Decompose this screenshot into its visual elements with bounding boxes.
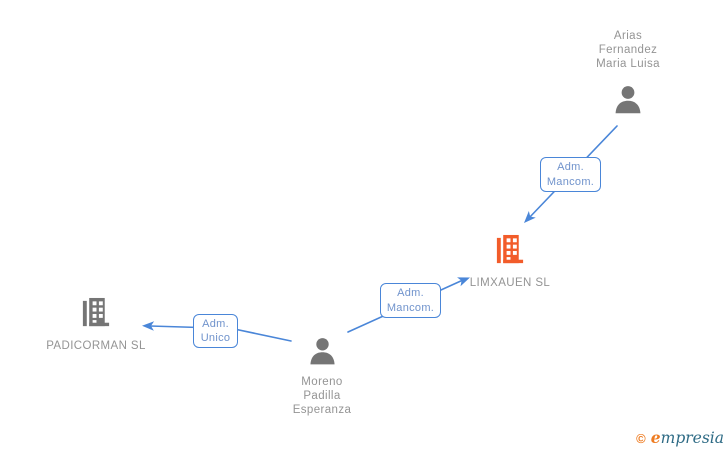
person-icon [611,84,645,118]
node-company-limxauen[interactable]: LIMXAUEN SL [450,234,570,290]
edge-label-line: Adm. [202,317,229,330]
node-label-line: Arias [613,30,643,42]
node-label: Moreno Padilla Esperanza [293,375,352,417]
node-label-line: Maria Luisa [596,58,660,70]
edge-label-line: Adm. [397,287,424,299]
node-label-line: Fernandez [598,44,658,56]
edge-label-adm-mancom-moreno: Adm. Mancom. [380,283,441,318]
node-label: Arias Fernandez Maria Luisa [596,29,660,71]
node-label: PADICORMAN SL [46,339,146,353]
brand-rest: mpresia [660,429,724,447]
edge-label-line: Mancom. [386,301,435,314]
arrowhead-icon [457,277,470,287]
edge-label-line: Mancom. [546,175,595,188]
node-label-line: Esperanza [292,404,352,416]
edge-label-line: Adm. [557,161,584,173]
edge-label-line: Unico [200,332,231,344]
node-label-line: LIMXAUEN SL [469,277,551,289]
node-label: LIMXAUEN SL [470,276,550,290]
arrowhead-icon [142,321,155,331]
node-company-padicorman[interactable]: PADICORMAN SL [36,297,156,353]
empresia-logo[interactable]: © empresia [636,428,724,447]
person-icon [306,336,339,369]
brand-initial: e [650,428,661,447]
copyright-icon: © [636,431,646,446]
node-label-line: Moreno [301,376,343,388]
node-person-arias[interactable]: Arias Fernandez Maria Luisa [568,29,688,118]
arrowhead-icon [524,211,536,223]
node-label-line: Padilla [303,390,341,402]
edge-label-adm-mancom-arias: Adm. Mancom. [540,157,601,192]
building-icon [80,297,112,330]
node-label-line: PADICORMAN SL [46,340,146,352]
brand-name: empresia [651,428,724,447]
edge-label-adm-unico: Adm. Unico [193,314,238,348]
building-icon [494,234,526,267]
node-person-moreno[interactable]: Moreno Padilla Esperanza [262,336,382,417]
